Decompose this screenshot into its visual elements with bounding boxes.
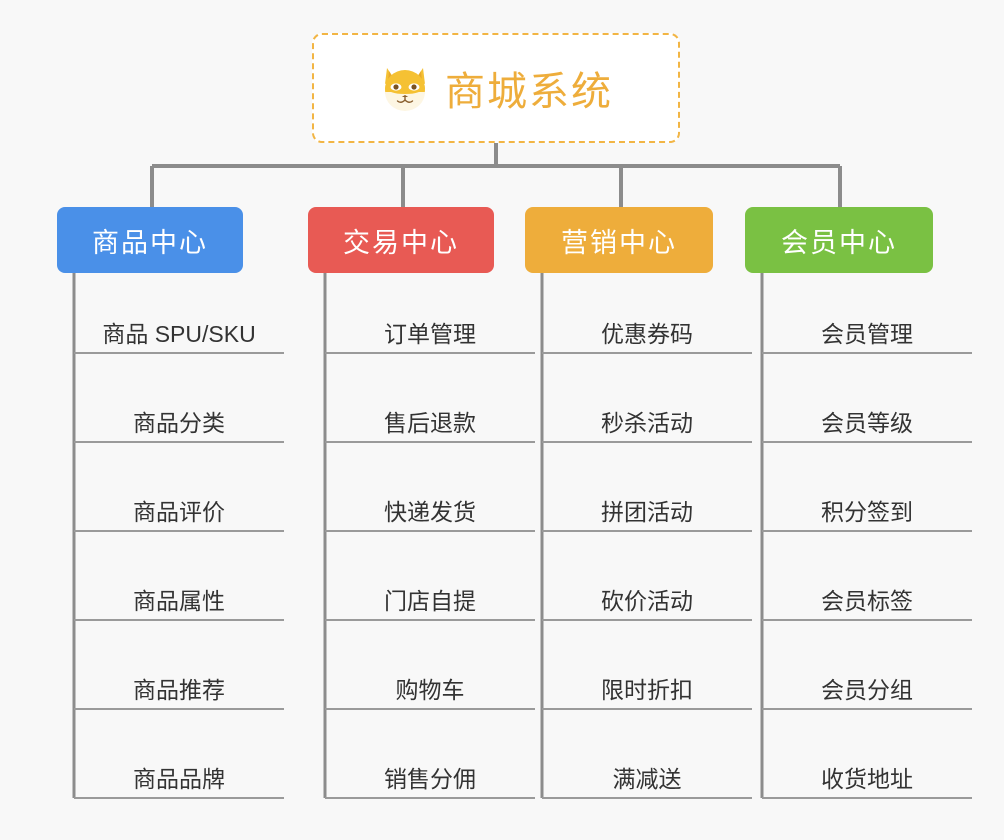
leaf-item[interactable]: 秒杀活动 <box>542 396 752 442</box>
leaf-item[interactable]: 快递发货 <box>325 485 535 531</box>
leaf-label: 商品推荐 <box>133 677 225 703</box>
root-node[interactable]: 商城系统 <box>312 33 680 143</box>
leaf-item[interactable]: 商品推荐 <box>74 663 284 709</box>
leaf-label: 会员管理 <box>821 321 913 347</box>
leaf-item[interactable]: 商品评价 <box>74 485 284 531</box>
leaf-item[interactable]: 商品分类 <box>74 396 284 442</box>
leaf-label: 商品分类 <box>133 410 225 436</box>
leaf-item[interactable]: 购物车 <box>325 663 535 709</box>
shiba-dog-face-icon <box>379 62 431 114</box>
branch-label: 商品中心 <box>92 227 208 258</box>
leaf-label: 满减送 <box>612 766 682 792</box>
leaf-label: 会员等级 <box>821 410 913 436</box>
leaf-label: 会员分组 <box>821 677 913 703</box>
leaf-item[interactable]: 会员标签 <box>762 574 972 620</box>
branch-box-4[interactable]: 会员中心 <box>745 207 933 273</box>
leaf-label: 售后退款 <box>384 410 476 436</box>
leaf-item[interactable]: 优惠券码 <box>542 307 752 353</box>
leaf-item[interactable]: 商品属性 <box>74 574 284 620</box>
leaf-label: 销售分佣 <box>384 766 476 792</box>
leaf-label: 门店自提 <box>384 588 476 614</box>
leaf-label: 商品属性 <box>133 588 225 614</box>
branch-label: 交易中心 <box>343 227 459 258</box>
branch-label: 会员中心 <box>781 227 897 258</box>
leaf-label: 商品 SPU/SKU <box>102 321 256 347</box>
leaf-item[interactable]: 拼团活动 <box>542 485 752 531</box>
branch-label: 营销中心 <box>561 227 677 258</box>
branch-box-2[interactable]: 交易中心 <box>308 207 494 273</box>
branch-box-1[interactable]: 商品中心 <box>57 207 243 273</box>
leaf-label: 会员标签 <box>821 588 913 614</box>
leaf-label: 订单管理 <box>384 321 476 347</box>
leaf-item[interactable]: 收货地址 <box>762 752 972 798</box>
leaf-label: 购物车 <box>395 677 465 703</box>
leaf-item[interactable]: 商品品牌 <box>74 752 284 798</box>
leaf-item[interactable]: 满减送 <box>542 752 752 798</box>
leaf-label: 收货地址 <box>821 766 913 792</box>
leaf-item[interactable]: 售后退款 <box>325 396 535 442</box>
root-title: 商城系统 <box>445 70 613 114</box>
leaf-label: 商品评价 <box>133 499 225 525</box>
leaf-item[interactable]: 会员分组 <box>762 663 972 709</box>
leaf-item[interactable]: 会员管理 <box>762 307 972 353</box>
leaf-item[interactable]: 门店自提 <box>325 574 535 620</box>
leaf-label: 优惠券码 <box>601 321 693 347</box>
leaf-label: 拼团活动 <box>601 499 693 525</box>
leaf-item[interactable]: 会员等级 <box>762 396 972 442</box>
leaf-item[interactable]: 限时折扣 <box>542 663 752 709</box>
leaf-item[interactable]: 砍价活动 <box>542 574 752 620</box>
leaf-item[interactable]: 积分签到 <box>762 485 972 531</box>
leaf-label: 砍价活动 <box>601 588 693 614</box>
leaf-label: 积分签到 <box>821 499 913 525</box>
leaf-item[interactable]: 订单管理 <box>325 307 535 353</box>
leaf-label: 秒杀活动 <box>601 410 693 436</box>
leaf-item[interactable]: 商品 SPU/SKU <box>74 307 284 353</box>
leaf-label: 商品品牌 <box>133 766 225 792</box>
leaf-label: 限时折扣 <box>601 677 693 703</box>
branch-box-3[interactable]: 营销中心 <box>525 207 713 273</box>
leaf-item[interactable]: 销售分佣 <box>325 752 535 798</box>
leaf-label: 快递发货 <box>384 499 476 525</box>
